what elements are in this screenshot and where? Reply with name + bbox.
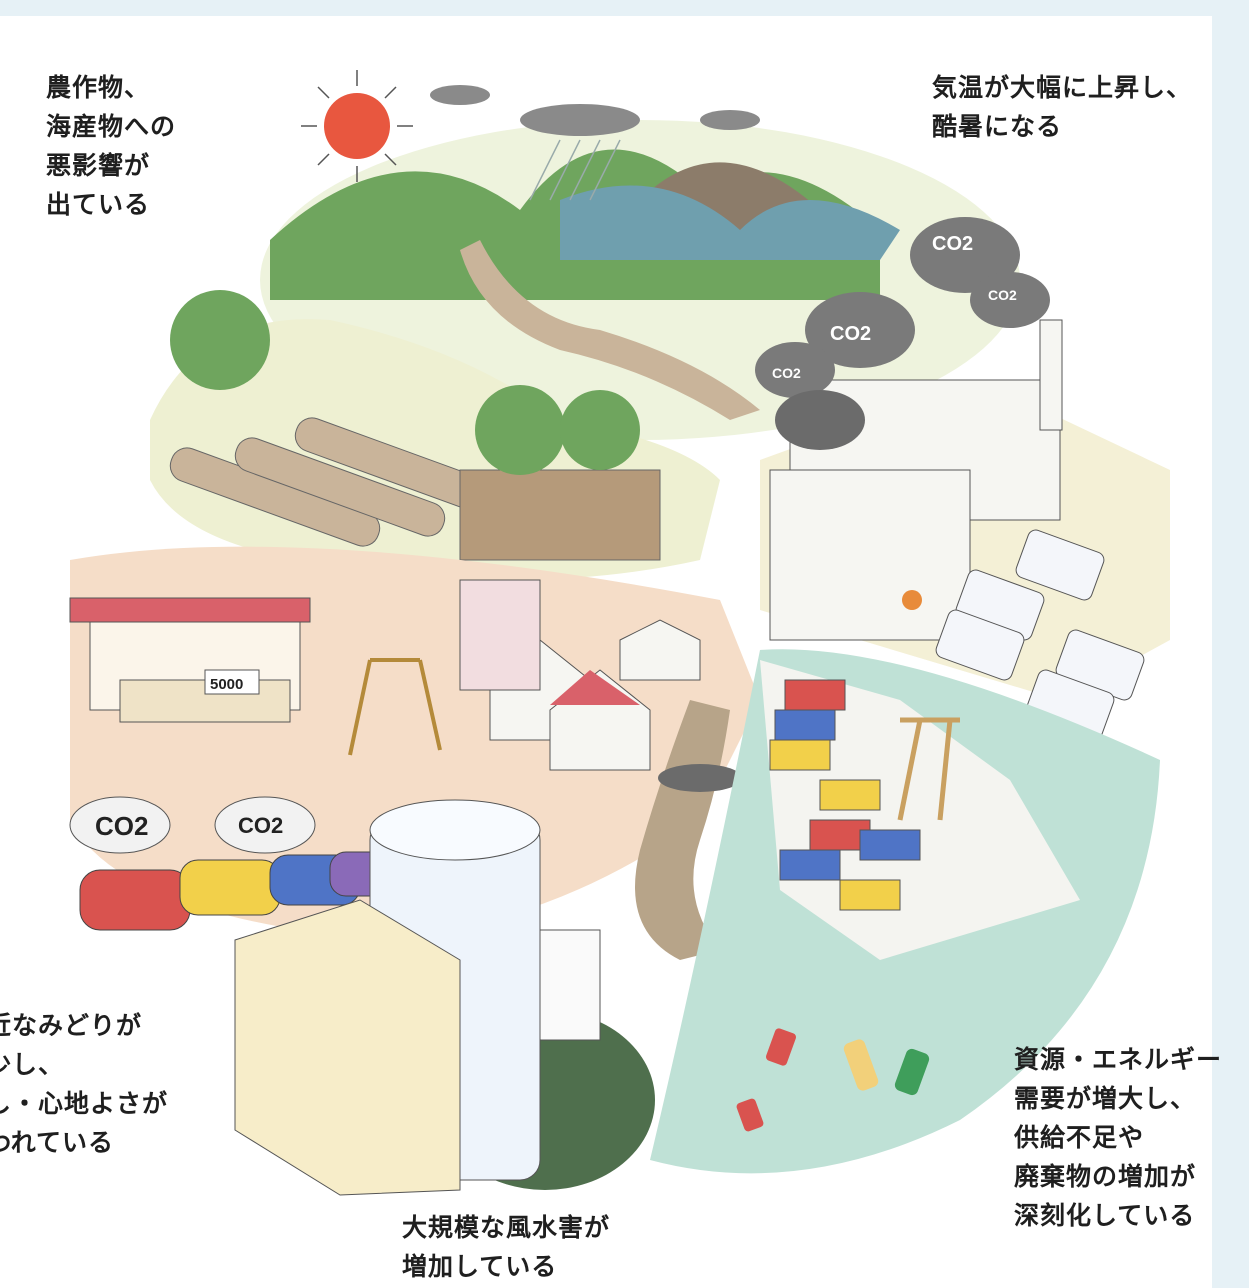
caption-greenery: 近なみどりが 少し、 し・心地よさが われている bbox=[0, 1011, 169, 1157]
co2-label: CO2 bbox=[988, 287, 1017, 303]
caption-agriculture: 農作物、 海産物への 悪影響が 出ている bbox=[46, 73, 177, 219]
price-label: 5000 bbox=[210, 676, 243, 693]
co2-label: CO2 bbox=[830, 323, 871, 345]
car-traffic bbox=[69, 796, 391, 931]
factory-building bbox=[760, 319, 1170, 700]
co2-label: CO2 bbox=[238, 813, 283, 838]
caption-resources: 資源・エネルギー 需要が増大し、 供給不足や 廃棄物の増加が 深刻化している bbox=[1014, 1045, 1223, 1230]
farm-section bbox=[150, 290, 720, 580]
city-buildings bbox=[234, 799, 655, 1196]
port-section bbox=[650, 649, 1160, 1174]
co2-label: CO2 bbox=[932, 233, 973, 255]
rain-cloud-icon bbox=[430, 85, 760, 201]
swing-set bbox=[348, 658, 442, 756]
garbage-trucks bbox=[935, 529, 1145, 741]
flood-stream bbox=[635, 700, 742, 960]
caption-disasters: 大規模な風水害が 増加している bbox=[402, 1213, 611, 1281]
co2-label: CO2 bbox=[772, 365, 801, 381]
sun-icon bbox=[301, 70, 413, 182]
smoke-clouds bbox=[755, 217, 1050, 450]
co2-label: CO2 bbox=[95, 811, 148, 841]
caption-temperature: 気温が大幅に上昇し、 酷暑になる bbox=[932, 73, 1193, 141]
